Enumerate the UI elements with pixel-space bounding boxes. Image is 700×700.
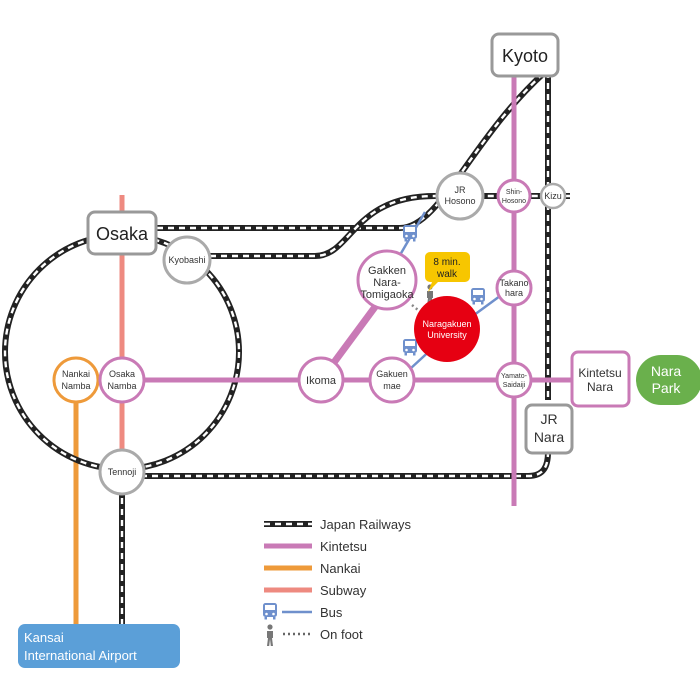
station-label: hara — [505, 288, 523, 298]
legend-label: Japan Railways — [320, 517, 412, 532]
station-label: Kyoto — [502, 46, 548, 66]
station-label: Takano — [499, 278, 528, 288]
station-label: Kintetsu — [578, 366, 621, 380]
jr-lines — [2, 69, 570, 626]
station-label: mae — [383, 381, 401, 391]
walk-time-label: 8 min. — [433, 257, 460, 268]
legend-nankai: Nankai — [264, 561, 361, 576]
station-label: Saidaiji — [503, 382, 526, 389]
jr-kyoto-osaka — [135, 69, 548, 231]
station-kyoto[interactable]: Kyoto — [490, 32, 560, 78]
station-label: Nankai — [62, 369, 90, 379]
jr-yamatoji-line — [130, 430, 551, 479]
naragakuen-university-marker[interactable]: Naragakuen University — [414, 296, 480, 362]
station-label: Osaka — [109, 369, 135, 379]
station-label: Hosono — [444, 196, 475, 206]
legend-jr: Japan Railways — [264, 517, 412, 532]
station-label: Kizu — [544, 191, 562, 201]
bus-icon — [471, 288, 485, 305]
station-gakuenmae[interactable]: Gakuen mae — [368, 356, 416, 404]
station-gakken-nara-tomigaoka[interactable]: Gakken Nara- Tomigaoka — [356, 249, 418, 311]
nara-park-label: Park — [652, 380, 682, 396]
station-kintetsu-nara[interactable]: Kintetsu Nara — [570, 350, 631, 408]
station-kizu[interactable]: Kizu — [539, 182, 567, 210]
station-label: Nara- — [373, 277, 401, 289]
airport-label: International Airport — [24, 648, 137, 663]
walk-callout: 8 min. walk — [425, 252, 470, 292]
legend-label: Kintetsu — [320, 539, 367, 554]
nara-park-marker[interactable]: Nara Park — [636, 355, 700, 405]
station-ikoma[interactable]: Ikoma — [297, 356, 345, 404]
jr-gakkentoshi-line — [188, 193, 570, 259]
station-label: Yamato- — [501, 373, 528, 380]
station-nankai-namba[interactable]: Nankai Namba — [52, 356, 100, 404]
legend-label: Nankai — [320, 561, 361, 576]
station-label: JR — [540, 411, 557, 427]
legend-subway: Subway — [264, 583, 367, 598]
station-label: Kyobashi — [168, 255, 205, 265]
legend-label: Subway — [320, 583, 367, 598]
station-osaka-namba[interactable]: Osaka Namba — [98, 356, 146, 404]
station-label: Nara — [587, 380, 613, 394]
station-label: Gakken — [368, 265, 406, 277]
nara-park-label: Nara — [651, 363, 682, 379]
station-label: Namba — [61, 381, 90, 391]
legend-kintetsu: Kintetsu — [264, 539, 367, 554]
station-label: Tomigaoka — [360, 289, 414, 301]
station-shin-hosono[interactable]: Shin- Hosono — [496, 178, 532, 214]
map-legend: Japan Railways Kintetsu Nankai Subway Bu… — [263, 517, 412, 646]
station-label: Gakuen — [376, 369, 408, 379]
station-label: Shin- — [506, 189, 523, 196]
walking-person-icon — [267, 624, 273, 646]
station-jr-hosono[interactable]: JR Hosono — [435, 171, 485, 221]
bus-icon — [403, 339, 417, 356]
station-kyobashi[interactable]: Kyobashi — [162, 235, 212, 285]
station-tennoji[interactable]: Tennoji — [98, 448, 146, 496]
walk-time-label: walk — [436, 269, 458, 280]
station-label: Namba — [107, 381, 136, 391]
bus-icon — [263, 603, 277, 620]
station-label: Ikoma — [306, 375, 337, 387]
legend-label: On foot — [320, 627, 363, 642]
university-label: Naragakuen — [422, 319, 471, 329]
station-label: Hosono — [502, 198, 526, 205]
airport-label: Kansai — [24, 630, 64, 645]
university-label: University — [427, 330, 467, 340]
station-label: Tennoji — [108, 467, 137, 477]
station-label: Osaka — [96, 224, 149, 244]
legend-on-foot: On foot — [267, 624, 363, 646]
station-label: JR — [455, 185, 467, 195]
station-yamato-saidaiji[interactable]: Yamato- Saidaiji — [495, 361, 533, 399]
legend-bus: Bus — [263, 603, 343, 620]
station-takanohara[interactable]: Takano hara — [495, 269, 533, 307]
station-osaka[interactable]: Osaka — [86, 210, 158, 256]
legend-label: Bus — [320, 605, 343, 620]
station-label: Nara — [534, 429, 565, 445]
kansai-airport-marker[interactable]: Kansai International Airport — [18, 624, 180, 668]
station-jr-nara[interactable]: JR Nara — [524, 403, 574, 455]
